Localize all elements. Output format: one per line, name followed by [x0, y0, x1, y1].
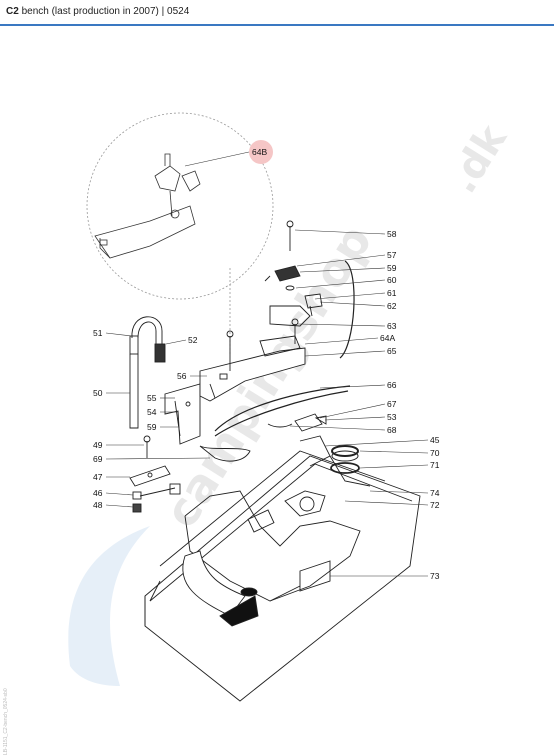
callout-60: 60	[387, 275, 397, 285]
callout-64B: 64B	[252, 147, 267, 157]
lid-housing	[199, 305, 311, 402]
callout-59: 59	[387, 263, 397, 273]
callout-64b-highlight	[249, 140, 273, 164]
sealing-rings	[330, 445, 360, 474]
page-title: C2 bench (last production in 2007) | 052…	[6, 6, 189, 17]
callout-64A: 64A	[380, 333, 395, 343]
callout-55: 55	[147, 393, 157, 403]
page-header: C2 bench (last production in 2007) | 052…	[0, 0, 554, 26]
left-small-parts	[129, 465, 181, 513]
callout-59-lower: 59	[147, 422, 157, 432]
callout-51: 51	[93, 328, 103, 338]
callout-68: 68	[387, 425, 397, 435]
bracket	[164, 383, 201, 445]
callout-62: 62	[387, 301, 397, 311]
callout-72: 72	[430, 500, 440, 510]
watermark-swoosh	[68, 526, 150, 686]
header-rule	[0, 24, 554, 26]
callout-54: 54	[147, 407, 157, 417]
callout-45: 45	[430, 435, 440, 445]
callout-61: 61	[387, 288, 397, 298]
callout-65: 65	[387, 346, 397, 356]
callout-63: 63	[387, 321, 397, 331]
callout-66: 66	[387, 380, 397, 390]
callout-53: 53	[387, 412, 397, 422]
screws	[143, 220, 299, 458]
callout-57: 57	[387, 250, 397, 260]
callout-71: 71	[430, 460, 440, 470]
callout-73: 73	[430, 571, 440, 581]
drain-elbow	[182, 550, 259, 627]
callout-52: 52	[188, 335, 198, 345]
detail-inset	[86, 112, 274, 356]
callout-69: 69	[93, 454, 103, 464]
callout-46: 46	[93, 488, 103, 498]
callout-49: 49	[93, 440, 103, 450]
callout-50: 50	[93, 388, 103, 398]
callout-48: 48	[93, 500, 103, 510]
small-parts	[199, 265, 327, 462]
callout-70: 70	[430, 448, 440, 458]
svg-text:.dk: .dk	[439, 116, 516, 201]
title-rest: bench (last production in 2007) | 0524	[18, 6, 190, 17]
hose-cable	[214, 260, 355, 437]
callout-58: 58	[387, 229, 397, 239]
model-name: C2	[6, 6, 19, 17]
callout-labels: 64B 58 57 59 60 61 62 63 64A 65 66 67 53…	[93, 147, 440, 581]
tap-tube	[129, 316, 166, 429]
callout-47: 47	[93, 472, 103, 482]
side-code: LB-1151_C2-bench_0524-sb0	[3, 688, 9, 755]
exploded-parts-diagram: campingshop .dk	[68, 112, 517, 702]
callout-67: 67	[387, 399, 397, 409]
watermark-suffix: .dk	[439, 116, 516, 201]
leader-lines	[105, 151, 429, 577]
callout-56: 56	[177, 371, 187, 381]
callout-74: 74	[430, 488, 440, 498]
